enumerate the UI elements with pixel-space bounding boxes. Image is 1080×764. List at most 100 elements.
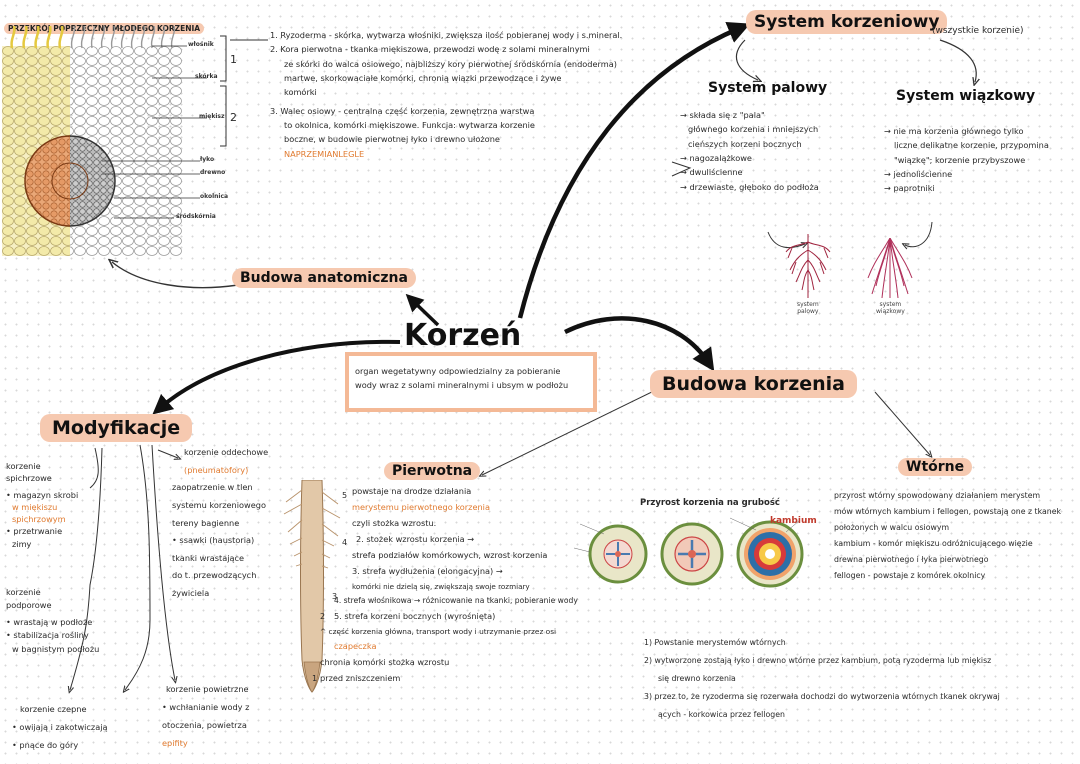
anatomy-line-4: martwe, skorkowaciałe komórki, chronią w… <box>284 73 562 84</box>
pierwotna-line-12: chronia komórki stożka wzrostu <box>320 657 450 668</box>
palowy-list: → składa się z "pala" głównego korzenia … <box>680 108 819 194</box>
anatomy-line-6: 3. Walec osiowy - centralna część korzen… <box>270 105 535 116</box>
kambium-label: kambium <box>770 516 817 526</box>
spichrzowe-line-5: zimy <box>12 538 32 549</box>
pierwotna-line-13: przed zniszczeniem <box>320 673 401 684</box>
palowy-line-6: → drzewiaste, głęboko do podłoża <box>680 181 819 192</box>
label-okolnica: okolnica <box>200 193 229 200</box>
pierwotna-line-6: 3. strefa wydłużenia (elongacyjna) → <box>352 565 503 576</box>
pierwotna-line-2: merystemu pierwotnego korzenia <box>352 501 490 512</box>
arrow-to-system <box>517 21 751 319</box>
spichrzowe-line-2: w miękiszu <box>12 501 58 512</box>
cross-section-illustration <box>2 26 227 256</box>
arrow-to-modyfikacje <box>152 339 401 415</box>
fibrous-root-illustration <box>867 238 913 299</box>
czepne-line-1: • owijają i zakotwiczają <box>12 722 108 733</box>
oddechowe-line-9: żywiciela <box>172 588 210 598</box>
wtorna-steps: 1) Powstanie merystemów wtórnych 2) wytw… <box>644 634 1000 724</box>
wtorna-line-5: drewna pierwotnego i łyka pierwotnego <box>834 554 989 564</box>
bracket-num-1: 1 <box>230 53 237 66</box>
palowy-line-5: → dwuliścienne <box>680 167 743 178</box>
oddechowe-line-6: • ssawki (haustoria) <box>172 535 255 546</box>
wiazkowy-heading: System wiązkowy <box>896 88 1036 104</box>
zone-num-5: 5 <box>342 491 348 500</box>
bracket-num-2: 2 <box>230 111 237 124</box>
podporowe-heading-2: podporowe <box>6 600 52 611</box>
podporowe-block: korzenie podporowe • wrastają w podłoże … <box>6 586 99 656</box>
budowa-heading: Budowa korzenia <box>650 370 858 398</box>
wiazkowy-line-3: "wiązkę"; korzenie przybyszowe <box>894 154 1026 165</box>
podporowe-heading-1: korzenie <box>6 587 41 597</box>
wtorna-line-6: fellogen - powstaje z komórek okolnicy <box>834 570 986 580</box>
pierwotna-line-10: ^ część korzenia główna, transport wody … <box>320 626 557 636</box>
zone-num-2: 2 <box>320 612 326 621</box>
arrow-to-budowa <box>564 316 715 372</box>
spichrzowe-line-1: • magazyn skrobi <box>6 489 79 500</box>
taproot-illustration <box>785 234 831 298</box>
wiazkowy-line-1: → nie ma korzenia głównego tylko <box>884 126 1024 136</box>
pierwotna-line-1: powstaje na drodze działania <box>352 486 472 496</box>
palowy-line-2: głównego korzenia i mniejszych <box>688 124 819 135</box>
wiazkowy-line-4: → jednoliścienne <box>884 169 953 180</box>
root-tip-illustration <box>283 480 341 693</box>
powietrzne-line-3: epifity <box>162 738 188 749</box>
wtorna-line-4: kambium - komór miękiszu odróżnicującego… <box>834 538 1033 548</box>
arrow-to-anatomiczna <box>405 293 440 327</box>
wtorna-step-5: ących - korkowica przez fellogen <box>658 709 785 719</box>
wiazkowy-line-5: → paprotniki <box>884 183 935 194</box>
pierwotna-line-7: komórki nie dzielą się, zwiększają swoje… <box>352 581 530 591</box>
anatomy-line-7: to okolnica, komórki miękiszowe. Funkcja… <box>284 120 535 131</box>
spichrzowe-block: korzenie spichrzowe • magazyn skrobi w m… <box>6 460 78 550</box>
wtorna-step-4: 3) przez to, że ryzoderma się rozerwała … <box>644 691 1000 701</box>
czepne-heading: korzenie czepne <box>20 704 87 714</box>
oddechowe-line-7: tkanki wrastające <box>172 552 245 563</box>
powietrzne-heading: korzenie powietrzne <box>166 684 249 694</box>
wtorna-heading: Wtórne <box>898 458 973 476</box>
wiazkowy-line-2: liczne delikatne korzenie, przypomina <box>894 140 1049 151</box>
pierwotna-line-8: 4. strefa włośnikowa → różnicowanie na t… <box>334 595 578 605</box>
palowy-line-3: cieńszych korzeni bocznych <box>688 138 802 149</box>
label-wlosnik: włośnik <box>188 41 214 48</box>
wtorna-line-1: przyrost wtórny spowodowany działaniem m… <box>834 491 1041 500</box>
wtorna-step-3: się drewno korzenia <box>658 673 736 683</box>
definition-line-1: organ wegetatywny odpowiedzialny za pobi… <box>355 366 561 376</box>
wiazkowy-list: → nie ma korzenia głównego tylko liczne … <box>884 124 1049 196</box>
powietrzne-block: korzenie powietrzne • wchłanianie wody z… <box>162 680 249 752</box>
anatomy-text: 1. Ryzoderma - skórka, wytwarza włośniki… <box>270 28 622 161</box>
powietrzne-line-2: otoczenia, powietrza <box>162 720 247 731</box>
wtorna-step-2: 2) wytworzone zostają łyko i drewno wtór… <box>644 655 992 665</box>
pierwotna-line-11: czapeczka <box>334 641 377 652</box>
oddechowe-line-2: (pneumatofory) <box>184 464 249 475</box>
pierwotna-line-4: 2. stożek wzrostu korzenia → <box>356 533 475 544</box>
pierwotna-line-9: 5. strefa korzeni bocznych (wyrośnięta) <box>334 610 496 621</box>
label-skorka: skórka <box>195 73 218 80</box>
podporowe-line-1: • wrastają w podłoże <box>6 617 93 628</box>
pierwotna-heading: Pierwotna <box>384 462 481 480</box>
powietrzne-line-1: • wchłanianie wody z <box>162 702 250 713</box>
spichrzowe-heading-2: spichrzowe <box>6 473 52 484</box>
spichrzowe-heading-1: korzenie <box>6 461 41 471</box>
palowy-line-4: → nagozalążkowe <box>680 153 752 164</box>
label-srodskornia: śródskórnia <box>176 213 216 220</box>
palowy-line-1: → składa się z "pala" <box>680 110 765 120</box>
wtorna-diagram-title: Przyrost korzenia na grubość <box>640 498 780 508</box>
podporowe-line-3: w bagnistym podłożu <box>12 643 100 654</box>
system-heading: System korzeniowy <box>746 10 948 34</box>
oddechowe-line-5: tereny bagienne <box>172 517 240 528</box>
zone-num-4: 4 <box>342 538 348 547</box>
zone-num-1: 1 <box>312 674 318 683</box>
anatomy-heading: Budowa anatomiczna <box>232 268 416 288</box>
anatomy-line-3: ze skórki do walca osiowego, najbliższy … <box>284 58 617 69</box>
zone-num-3: 3 <box>332 592 338 601</box>
pierwotna-text: powstaje na drodze działania merystemu p… <box>320 484 578 687</box>
spichrzowe-line-4: • przetrwanie <box>6 526 63 537</box>
oddechowe-line-4: systemu korzeniowego <box>172 499 266 510</box>
podporowe-line-2: • stabilizacja rośliny <box>6 630 89 641</box>
definition-box: organ wegetatywny odpowiedzialny za pobi… <box>345 352 597 412</box>
system-note: (wszystkie korzenie) <box>932 26 1024 36</box>
modyfikacje-heading: Modyfikacje <box>40 414 193 442</box>
definition-line-2: wody wraz z solami mineralnymi i ubsym w… <box>355 380 569 391</box>
palowy-heading: System palowy <box>708 80 828 96</box>
